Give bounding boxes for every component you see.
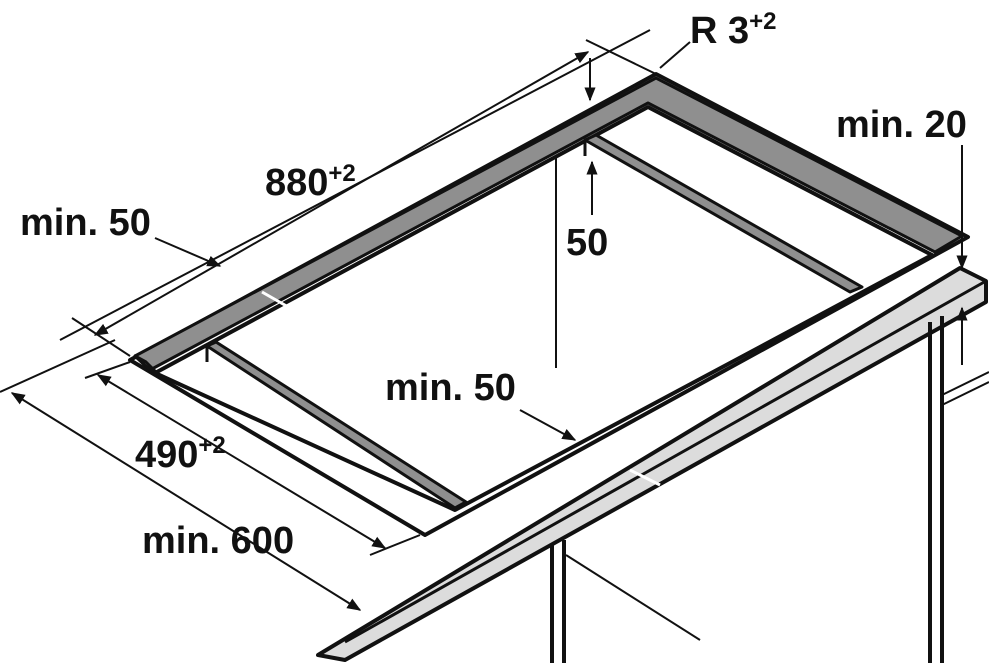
radius-label: R 3+2 bbox=[690, 8, 777, 52]
min50-left-label: min. 50 bbox=[20, 202, 151, 244]
radius-pointer bbox=[659, 41, 691, 69]
gap50-label: 50 bbox=[566, 222, 608, 264]
min50-front-pointer bbox=[519, 409, 577, 441]
min50-front-label: min. 50 bbox=[385, 367, 516, 409]
min600-dimension bbox=[0, 339, 362, 611]
min600-label: min. 600 bbox=[142, 520, 294, 562]
frame-ticks bbox=[261, 290, 661, 487]
length-label: 880+2 bbox=[265, 160, 356, 204]
countertop-front-edge bbox=[316, 266, 988, 662]
gap50-pointers bbox=[584, 58, 598, 215]
watermark: catalog.onliner.by bbox=[810, 629, 927, 646]
depth-label: 490+2 bbox=[135, 432, 226, 476]
length-dimension bbox=[71, 39, 657, 357]
min20-label: min. 20 bbox=[836, 104, 967, 146]
cabinet-side-panels bbox=[550, 316, 989, 663]
min50-left-dimension bbox=[59, 29, 651, 341]
